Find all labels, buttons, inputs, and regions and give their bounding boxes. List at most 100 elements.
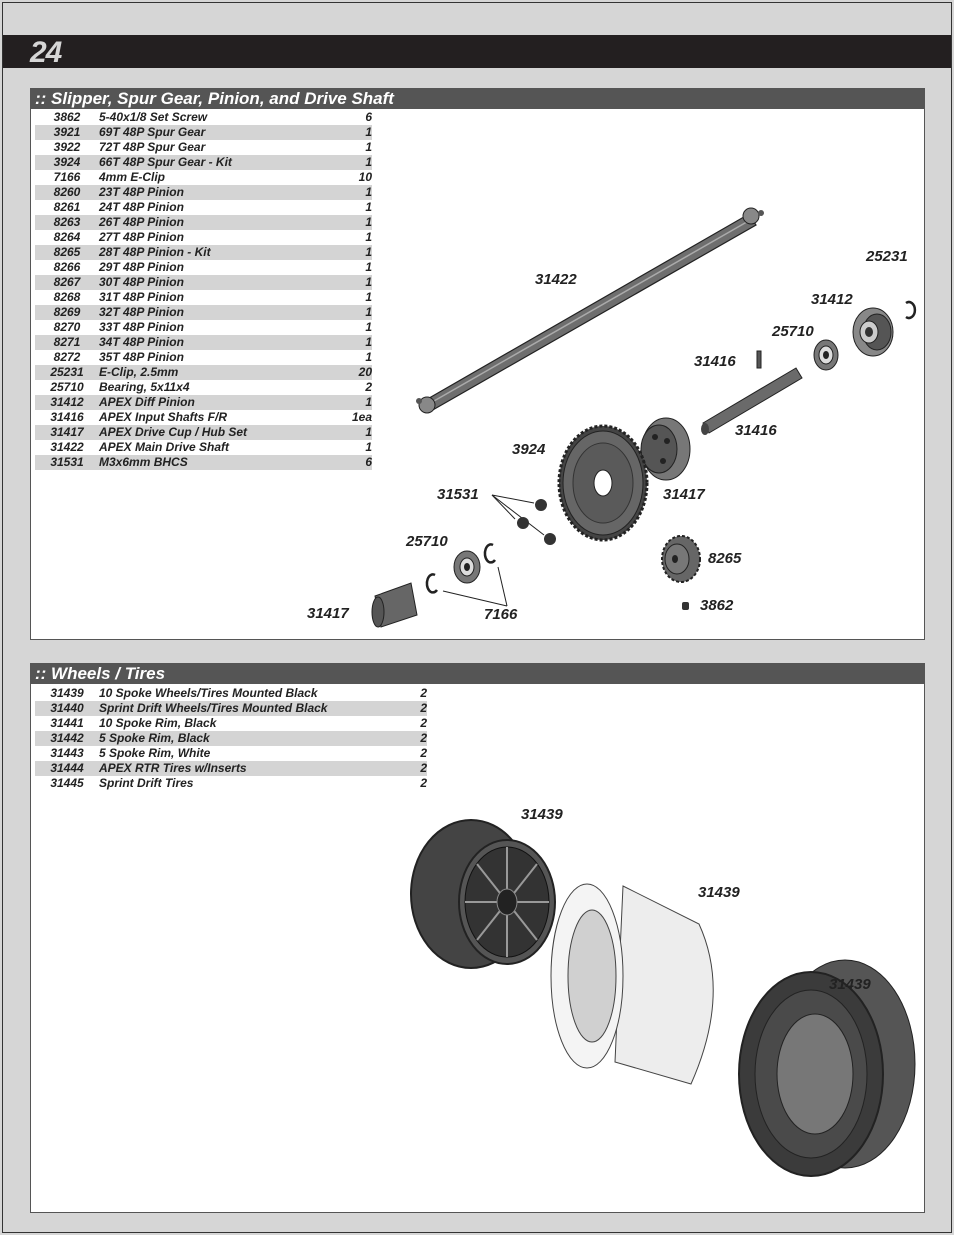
part-quantity: 1 — [365, 290, 372, 304]
part-number: 8265 — [35, 245, 95, 260]
part-quantity: 1 — [339, 155, 372, 170]
part-number: 31445 — [50, 776, 84, 790]
page-header-bar — [3, 35, 951, 68]
part-number: 31417 — [35, 425, 95, 440]
part-number: 31444 — [35, 761, 95, 776]
part-number: 8266 — [53, 260, 81, 274]
part-number: 8270 — [53, 320, 81, 334]
part-description: APEX Drive Cup / Hub Set — [95, 425, 339, 440]
part-description: 66T 48P Spur Gear - Kit — [95, 155, 339, 170]
part-description: 30T 48P Pinion — [95, 275, 339, 290]
callout-31417: 31417 — [307, 605, 349, 622]
part-quantity: 1 — [365, 440, 372, 454]
section-title: :: Slipper, Spur Gear, Pinion, and Drive… — [31, 89, 924, 109]
part-quantity: 2 — [420, 746, 427, 760]
part-quantity: 6 — [339, 455, 372, 470]
part-number: 31441 — [50, 716, 84, 730]
part-quantity: 1ea — [351, 410, 372, 424]
part-quantity: 2 — [420, 776, 427, 790]
part-number: 7166 — [53, 170, 81, 184]
part-description: APEX RTR Tires w/Inserts — [95, 761, 405, 776]
part-description: 26T 48P Pinion — [95, 215, 339, 230]
callout-31531: 31531 — [437, 486, 479, 503]
part-quantity: 6 — [365, 110, 372, 124]
part-description: 72T 48P Spur Gear — [99, 140, 206, 154]
part-description: 69T 48P Spur Gear — [95, 125, 339, 140]
part-quantity: 1 — [365, 140, 372, 154]
callout-8265: 8265 — [708, 550, 742, 567]
part-quantity: 1 — [365, 260, 372, 274]
part-number: 8269 — [35, 305, 95, 320]
bearing-25710-b — [453, 550, 481, 584]
part-quantity: 1 — [339, 335, 372, 350]
callout-7166: 7166 — [484, 606, 518, 623]
part-description: APEX Diff Pinion — [95, 395, 339, 410]
part-quantity: 1 — [365, 350, 372, 364]
part-description: 5 Spoke Rim, White — [99, 746, 211, 760]
part-number: 31442 — [35, 731, 95, 746]
part-number: 8272 — [53, 350, 81, 364]
part-number: 31439 — [50, 686, 84, 700]
callout-31416: 31416 — [694, 353, 736, 370]
part-number: 8260 — [35, 185, 95, 200]
part-number: 8271 — [35, 335, 95, 350]
table-row: 31443 5 Spoke Rim, White 2 — [35, 746, 427, 761]
callout-25231: 25231 — [866, 248, 908, 265]
callout-25710: 25710 — [406, 533, 448, 550]
part-quantity: 1 — [365, 230, 372, 244]
callout-tire-31439: 31439 — [829, 976, 871, 993]
pinion-illustration — [661, 535, 701, 583]
part-number: 25231 — [35, 365, 95, 380]
parts-table: 31439 10 Spoke Wheels/Tires Mounted Black… — [35, 686, 427, 791]
part-description: Sprint Drift Wheels/Tires Mounted Black — [95, 701, 405, 716]
part-number: 8267 — [35, 275, 95, 290]
part-number: 31443 — [50, 746, 84, 760]
part-description: 28T 48P Pinion - Kit — [95, 245, 339, 260]
section-wheels-tires: :: Wheels / Tires 31439 10 Spoke Wheels/T… — [30, 663, 925, 1213]
diff-pinion-illustration — [852, 307, 894, 357]
part-quantity: 1 — [339, 425, 372, 440]
part-number: 31416 — [50, 410, 84, 424]
tire-insert-illustration — [550, 883, 714, 1085]
section-title: :: Wheels / Tires — [31, 664, 924, 684]
part-description: 34T 48P Pinion — [95, 335, 339, 350]
part-quantity: 2 — [405, 701, 427, 716]
spur-gear-illustration — [557, 424, 649, 542]
part-number: 8264 — [53, 230, 81, 244]
table-row: 31439 10 Spoke Wheels/Tires Mounted Black… — [35, 686, 427, 701]
table-row: 31416 APEX Input Shafts F/R 1ea — [35, 410, 372, 425]
part-number: 8263 — [35, 215, 95, 230]
part-description: Sprint Drift Tires — [99, 776, 194, 790]
part-number: 31422 — [50, 440, 84, 454]
part-quantity: 1 — [339, 215, 372, 230]
wheels-exploded-view — [410, 819, 916, 1177]
tire-illustration — [738, 959, 916, 1177]
part-number: 31412 — [35, 395, 95, 410]
part-description: 32T 48P Pinion — [95, 305, 339, 320]
part-description: 10 Spoke Wheels/Tires Mounted Black — [99, 686, 318, 700]
part-description: 10 Spoke Rim, Black — [99, 716, 217, 730]
part-description: E-Clip, 2.5mm — [95, 365, 339, 380]
part-description: APEX Input Shafts F/R — [99, 410, 228, 424]
part-description: 33T 48P Pinion — [99, 320, 184, 334]
part-description: M3x6mm BHCS — [95, 455, 339, 470]
callout-3924: 3924 — [512, 441, 546, 458]
part-number: 31531 — [35, 455, 95, 470]
drive-cup-hub-illustration — [640, 417, 691, 481]
callout-31417: 31417 — [663, 486, 705, 503]
bearing-25710-a — [813, 339, 839, 371]
pin-illustration — [756, 350, 762, 369]
